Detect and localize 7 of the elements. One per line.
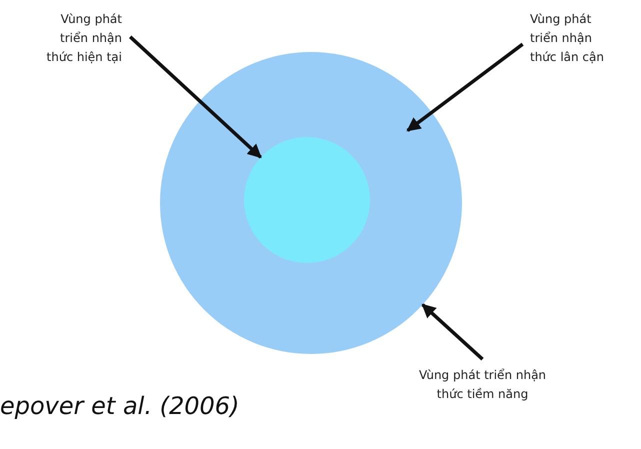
arrow [421, 303, 484, 360]
zone-label: Vùng phát triển nhận thức lân cận [530, 11, 605, 66]
zone-label: Vùng phát triển nhận thức hiện tại [46, 11, 122, 66]
zone-label: Vùng phát triển nhận thức tiềm năng [418, 367, 548, 403]
arrow [129, 36, 262, 159]
citation-caption: epover et al. (2006) [0, 392, 240, 420]
arrow [406, 42, 524, 132]
